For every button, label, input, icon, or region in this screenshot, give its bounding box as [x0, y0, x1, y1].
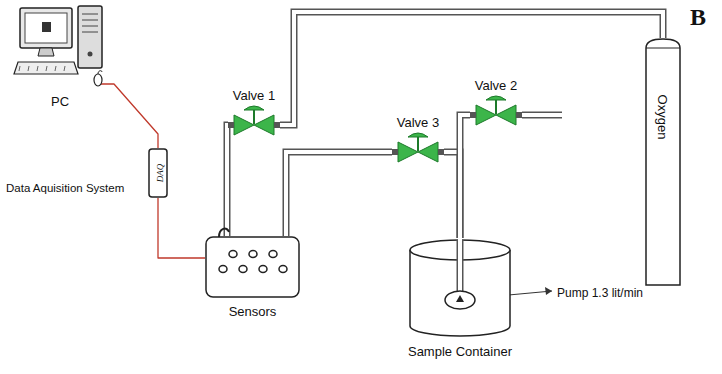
tube-outline [227, 125, 228, 236]
outlet-tube [522, 115, 563, 116]
tube-bore [280, 12, 663, 125]
node-label: PC [51, 94, 69, 109]
oxygen-node: Oxygen [645, 38, 681, 286]
tube-outline [460, 115, 470, 238]
valve-node: Valve 2 [470, 78, 522, 126]
tube-bore [460, 115, 470, 238]
gas-tube [286, 152, 392, 236]
valve-node: Valve 1 [228, 88, 280, 136]
sensors-node: Sensors [205, 236, 300, 298]
signal-cable [158, 198, 205, 258]
gas-tube [227, 125, 228, 236]
tube-bore [227, 125, 228, 236]
sample-container [405, 238, 515, 338]
device-caption: Data Aquisition System [6, 182, 124, 194]
device-label: DAQ [155, 164, 165, 183]
valve-label: Valve 3 [397, 115, 439, 130]
tube-outline [286, 152, 392, 236]
container-node: Sample Container [405, 238, 515, 338]
valve-label: Valve 2 [475, 78, 517, 93]
panel-letter: B [690, 4, 706, 30]
valve-node: Valve 3 [392, 115, 444, 163]
cylinder-label: Oxygen [655, 95, 670, 140]
node-label: Sample Container [408, 344, 512, 359]
signal-cable [98, 84, 158, 148]
sensor-box [205, 236, 300, 298]
computer-icon [12, 4, 108, 88]
gas-tube [460, 115, 470, 238]
daq-node: DAQ [148, 148, 168, 198]
cable-line [98, 84, 158, 148]
pump-tube [460, 240, 461, 293]
pump-label: Pump 1.3 lit/min [557, 286, 643, 300]
valve-label: Valve 1 [233, 88, 275, 103]
cable-line [158, 198, 205, 258]
gas-cylinder [645, 38, 681, 286]
tube-outline [280, 12, 663, 125]
gas-tube [280, 12, 663, 125]
pc-node: PC [12, 4, 108, 88]
tube-bore [286, 152, 392, 236]
node-label: Sensors [229, 304, 277, 319]
